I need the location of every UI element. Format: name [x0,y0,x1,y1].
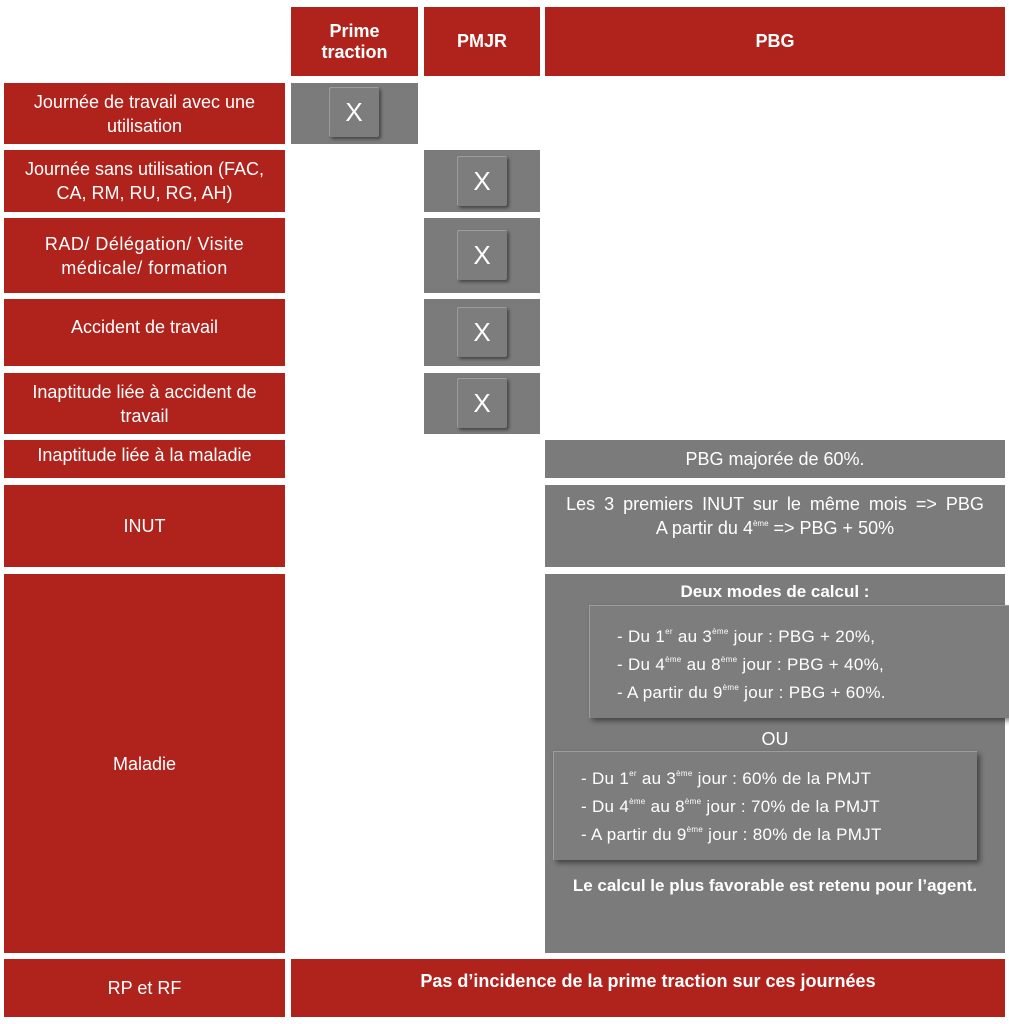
t: - Du 1 [581,769,630,788]
sup: ème [676,769,693,778]
mode1-line: - A partir du 9ème jour : PBG + 60%. [617,679,1009,707]
mode2-line: - A partir du 9ème jour : 80% de la PMJT [581,821,977,849]
pbg-inut: Les 3 premiers INUT sur le même mois => … [545,485,1005,567]
pbg-inaptitude-maladie: PBG majorée de 60%. [545,440,1005,478]
x-mark: X [457,230,507,280]
x-mark: X [457,378,507,428]
row-label-inut: INUT [4,485,285,567]
sup: ème [686,825,704,834]
row-label-text: RAD/ Délégation/ Visite médicale/ format… [44,233,245,278]
cell-prime-traction-mark: X [291,83,418,144]
t: jour : 80% de la PMJT [703,825,882,844]
t: au 3 [636,769,677,788]
t: jour : PBG + 20%, [728,627,876,646]
t: jour : 70% de la PMJT [701,797,880,816]
row-label-text: Maladie [112,753,177,774]
row-label-accident-travail: Accident de travail [4,299,285,366]
row-label-text: RP et RF [107,978,182,998]
t: jour : PBG + 60%. [739,683,886,702]
mode1-line: - Du 1er au 3ème jour : PBG + 20%, [617,623,1009,651]
maladie-conclusion: Le calcul le plus favorable est retenu p… [572,876,978,895]
header-prime-traction: Prime traction [291,7,418,76]
t: - Du 4 [617,655,666,674]
sup: ème [629,797,646,806]
sup: ème [752,519,769,528]
mode1-line: - Du 4ème au 8ème jour : PBG + 40%, [617,651,1009,679]
cell-pmjr-mark: X [424,299,540,366]
t: au 8 [681,655,721,674]
row-label-text: INUT [123,516,166,536]
header-pbg: PBG [545,7,1005,76]
t: - A partir du 9 [617,683,723,702]
mode2-line: - Du 4ème au 8ème jour : 70% de la PMJT [581,793,977,821]
t: - A partir du 9 [581,825,687,844]
row-label-maladie: Maladie [4,574,285,953]
pbg-inaptitude-text: PBG majorée de 60%. [685,448,865,469]
pbg-inut-line2: A partir du 4ème => PBG + 50% [559,516,991,540]
row-label-journee-travail: Journée de travail avec une utilisation [4,83,285,144]
t: au 8 [645,797,685,816]
maladie-mode1-box: - Du 1er au 3ème jour : PBG + 20%, - Du … [589,605,1009,718]
cell-pmjr-mark: X [424,373,540,434]
header-pmjr: PMJR [424,7,540,76]
header-prime-traction-label: Prime traction [321,20,388,62]
sup: ème [722,683,740,692]
x-mark: X [457,307,507,357]
row-label-journee-sans-utilisation: Journée sans utilisation (FAC, CA, RM, R… [4,150,285,212]
sup: ème [720,655,738,664]
cell-pmjr-mark: X [424,150,540,212]
mode2-line: - Du 1er au 3ème jour : 60% de la PMJT [581,765,977,793]
maladie-or: OU [761,729,789,749]
pbg-inut-line2-post: => PBG + 50% [768,518,895,538]
pbg-inut-line2-pre: A partir du 4 [655,518,753,538]
x-mark: X [457,156,507,206]
sup: er [629,769,637,778]
sup: ème [684,797,702,806]
t: au 3 [672,627,713,646]
header-pbg-label: PBG [755,31,795,51]
rp-rf-span-cell: Pas d’incidence de la prime traction sur… [291,959,1005,1017]
pbg-maladie: Deux modes de calcul : - Du 1er au 3ème … [545,574,1009,953]
rp-rf-text: Pas d’incidence de la prime traction sur… [420,971,876,991]
t: - Du 1 [617,627,666,646]
pbg-inut-line1: Les 3 premiers INUT sur le même mois => … [566,494,984,514]
row-label-text: Inaptitude liée à accident de travail [32,381,257,426]
row-label-inaptitude-accident: Inaptitude liée à accident de travail [4,373,285,434]
t: - Du 4 [581,797,630,816]
row-label-rad-delegation: RAD/ Délégation/ Visite médicale/ format… [4,218,285,293]
sup: er [665,627,673,636]
maladie-mode2-box: - Du 1er au 3ème jour : 60% de la PMJT -… [553,751,977,860]
t: jour : 60% de la PMJT [692,769,872,788]
row-label-inaptitude-maladie: Inaptitude liée à la maladie [4,440,285,478]
row-label-text: Journée de travail avec une utilisation [33,91,256,136]
t: jour : PBG + 40%, [737,655,885,674]
maladie-title: Deux modes de calcul : [680,582,870,601]
sup: ème [712,627,729,636]
cell-pmjr-mark: X [424,218,540,293]
x-mark: X [329,87,379,137]
row-label-text: Journée sans utilisation (FAC, CA, RM, R… [24,159,265,203]
row-label-text: Inaptitude liée à la maladie [37,445,252,465]
row-label-rp-rf: RP et RF [4,959,285,1017]
sup: ème [665,655,682,664]
row-label-text: Accident de travail [70,317,219,337]
header-pmjr-label: PMJR [456,31,507,51]
